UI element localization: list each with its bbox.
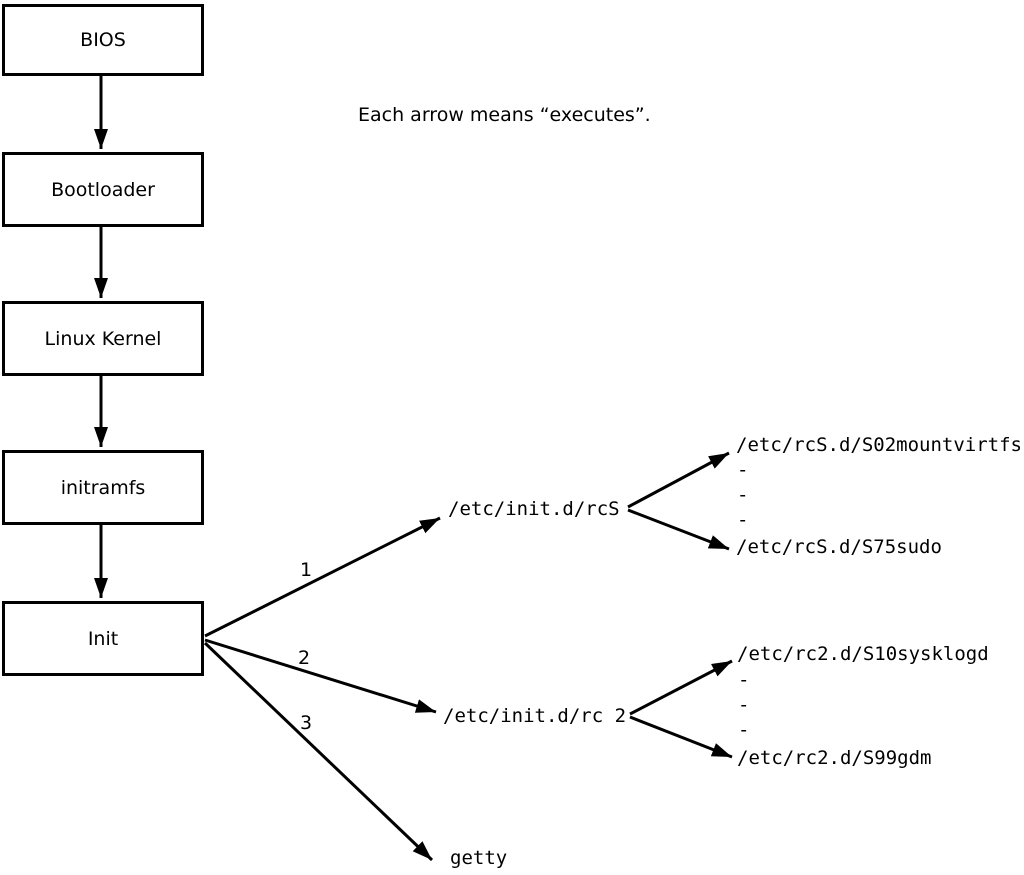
path-init-d-rc2: /etc/init.d/rc 2	[443, 705, 627, 727]
box-bios: BIOS	[2, 4, 204, 76]
path-rc2-first-script: /etc/rc2.d/S10sysklogd	[737, 643, 989, 665]
ellipsis-dash: -	[738, 694, 750, 716]
arrow-label-3: 3	[299, 712, 313, 734]
box-bios-label: BIOS	[80, 29, 126, 51]
path-rcs-last-script: /etc/rcS.d/S75sudo	[736, 536, 942, 558]
path-init-d-rcs: /etc/init.d/rcS	[448, 498, 620, 520]
box-linux-kernel: Linux Kernel	[2, 301, 204, 376]
arrow-init-getty	[203, 641, 434, 862]
path-rc2-last-script: /etc/rc2.d/S99gdm	[737, 747, 932, 769]
ellipsis-dash: -	[737, 509, 749, 531]
arrow-rcs-first	[627, 451, 730, 509]
box-bootloader: Bootloader	[2, 152, 204, 227]
arrow-init-rc2	[204, 638, 437, 714]
box-linux-kernel-label: Linux Kernel	[44, 327, 162, 350]
box-init-label: Init	[87, 627, 119, 650]
box-init: Init	[2, 601, 204, 676]
arrow-rcs-last	[627, 508, 730, 551]
box-initramfs: initramfs	[2, 450, 204, 525]
arrow-init-rcs	[204, 516, 441, 638]
ellipsis-dash: -	[738, 669, 750, 691]
arrow-rc2-last	[629, 715, 733, 759]
caption: Each arrow means “executes”.	[358, 104, 651, 126]
path-getty: getty	[450, 847, 508, 869]
arrow-label-1: 1	[299, 559, 313, 581]
box-initramfs-label: initramfs	[60, 476, 146, 499]
arrow-label-2: 2	[297, 647, 311, 669]
box-bootloader-label: Bootloader	[51, 178, 155, 201]
arrow-rc2-first	[629, 659, 733, 716]
ellipsis-dash: -	[737, 459, 749, 481]
ellipsis-dash: -	[738, 719, 750, 741]
ellipsis-dash: -	[737, 484, 749, 506]
path-rcs-first-script: /etc/rcS.d/S02mountvirtfs	[736, 434, 1022, 456]
